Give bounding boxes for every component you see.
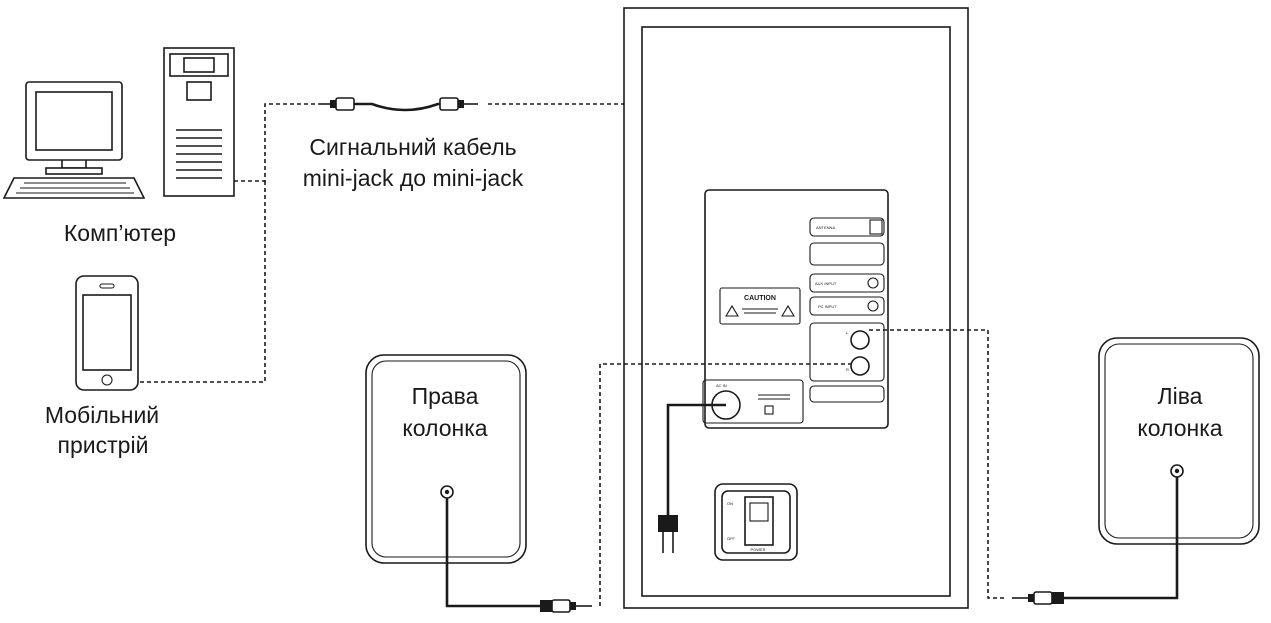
computer-monitor-icon	[2, 81, 146, 199]
power-label: POWER	[750, 547, 765, 552]
ac-in-label: AC IN	[716, 383, 727, 388]
power-cord-icon	[658, 403, 726, 553]
right-speaker-label-line2: колонка	[402, 415, 487, 441]
r-output-jack	[850, 356, 870, 376]
connector-panel: ANTENNA AUX INPUT PC INPUT L R CAUTION A…	[702, 189, 889, 429]
computer-label: Комп’ютер	[64, 220, 176, 246]
r-output-label: R	[846, 367, 849, 372]
mobile-label-line1: Мобільний	[45, 402, 159, 428]
left-speaker	[1098, 337, 1260, 545]
power-off-label: OFF	[727, 536, 736, 541]
pc-input-jack	[867, 300, 879, 312]
mobile-to-cable-dashed-line	[140, 181, 266, 383]
pc-tower-icon	[163, 47, 235, 197]
pc-to-cable-dashed-line	[234, 103, 320, 182]
power-switch: ON OFF POWER	[714, 483, 798, 561]
left-speaker-cable	[1012, 477, 1179, 605]
right-speaker-cable	[445, 498, 592, 613]
right-speaker-label-line1: Права	[412, 383, 479, 409]
left-speaker-dashed-line	[869, 329, 1004, 599]
l-output-jack	[850, 330, 870, 350]
caution-label: CAUTION	[744, 295, 776, 302]
l-output-label: L	[846, 330, 849, 335]
right-speaker-dashed-line	[599, 363, 851, 606]
power-on-label: ON	[727, 501, 733, 506]
aux-input-label: AUX INPUT	[815, 281, 837, 286]
cable-label-line2: mini-jack до mini-jack	[303, 165, 524, 191]
cable-label-line1: Сигнальний кабель	[309, 134, 516, 160]
antenna-label: ANTENNA	[816, 225, 835, 230]
mobile-label-line2: пристрій	[58, 432, 149, 458]
left-speaker-label-line1: Ліва	[1158, 383, 1203, 409]
mini-jack-cable-icon	[320, 97, 478, 112]
left-speaker-label-line2: колонка	[1137, 415, 1222, 441]
mobile-phone-icon	[75, 275, 139, 391]
aux-input-jack	[867, 277, 879, 289]
pc-input-label: PC INPUT	[818, 304, 837, 309]
